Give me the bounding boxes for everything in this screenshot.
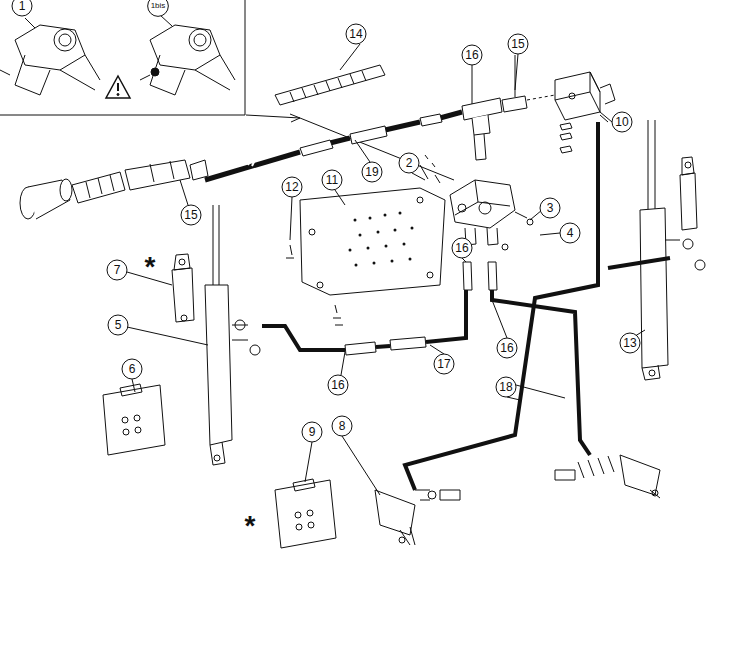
hydraulic-cylinder: [205, 205, 260, 465]
callout-number: 3: [547, 202, 554, 214]
callout-number: 17: [437, 358, 450, 370]
quick-coupler: [20, 160, 208, 219]
hydraulic-cylinder: [640, 120, 705, 380]
callout-circle: [108, 315, 128, 335]
callout-number: 12: [285, 181, 298, 193]
callout-number: 19: [365, 166, 378, 178]
callout-circle: [181, 205, 201, 225]
inset-frame: [0, 0, 245, 115]
cylinder-end: [555, 455, 660, 498]
callout-number: 16: [500, 342, 513, 354]
callout-circle: [282, 177, 302, 197]
parts-packet: [275, 479, 336, 548]
callout-number: 5: [115, 319, 122, 331]
callout-circle: [434, 354, 454, 374]
callout-circle: [346, 24, 366, 44]
asterisk-mark: *: [145, 253, 156, 281]
callout-circle: [620, 333, 640, 353]
mounting-plate: [286, 188, 445, 325]
callout-number: 10: [615, 116, 628, 128]
callout-circle: [328, 375, 348, 395]
callout-number: 11: [326, 174, 338, 186]
callout-number: 6: [129, 363, 136, 375]
callout-circle: [452, 238, 472, 258]
cylinder-end: [375, 490, 460, 545]
callout-number: 2: [406, 157, 413, 169]
small-cylinder: [172, 254, 194, 322]
callout-number: 8: [339, 420, 346, 432]
solenoid-valve: [555, 72, 620, 153]
callout-number: 9: [309, 426, 316, 438]
callout-number: 15: [184, 209, 197, 221]
callout-circle: [612, 112, 632, 132]
callout-number: 16: [455, 242, 468, 254]
asterisk-mark: *: [245, 512, 256, 540]
tee-fitting: [462, 55, 555, 160]
callout-circle: [302, 422, 322, 442]
callout-number: 14: [349, 28, 362, 40]
callout-circle: [462, 45, 482, 65]
small-cylinder: [680, 157, 697, 230]
spiral-guard: [275, 65, 385, 105]
inset-arrow: [246, 115, 300, 118]
hose: [262, 262, 497, 355]
callout-circle: [122, 359, 142, 379]
callout-number: 1bis: [151, 2, 166, 10]
callout-circle: [12, 0, 32, 16]
callout-number: 7: [114, 264, 121, 276]
callout-number: 16: [465, 49, 478, 61]
callout-circle: [332, 416, 352, 436]
callout-circle: [362, 162, 382, 182]
callout-circle: [399, 153, 419, 173]
leader-line: [25, 15, 645, 495]
callout-circle: [322, 170, 342, 190]
fitting-sketch: [140, 25, 235, 95]
inset-leader: [300, 118, 454, 180]
callout-number: 18: [499, 381, 512, 393]
callout-number: 1: [19, 0, 26, 12]
parts-packet: [103, 384, 165, 455]
callout-number: 15: [511, 38, 524, 50]
fitting-sketch: [0, 25, 100, 95]
callout-number: 4: [567, 227, 574, 239]
callout-number: 16: [331, 379, 344, 391]
callout-circle: [107, 260, 127, 280]
callout-circle: [12, 0, 640, 442]
inset-arrowhead: [290, 114, 300, 122]
callout-circle: [540, 198, 560, 218]
warning-triangle: [106, 76, 130, 98]
callout-circle: [508, 34, 528, 54]
callout-number: 13: [623, 337, 636, 349]
hose: [405, 122, 670, 490]
callout-circle: [496, 377, 516, 397]
callout-circle: [148, 0, 169, 16]
callout-circle: [560, 223, 580, 243]
callout-circle: [497, 338, 517, 358]
